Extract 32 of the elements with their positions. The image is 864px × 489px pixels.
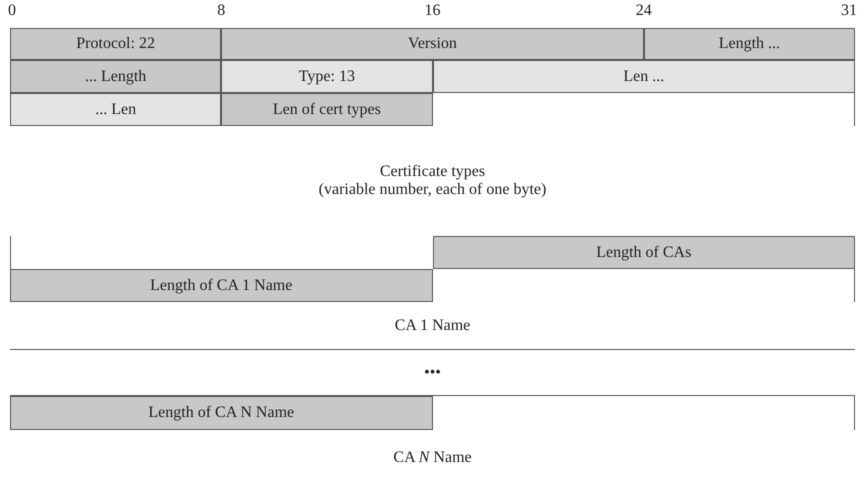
field-label: Length of CA 1 Name bbox=[150, 276, 292, 294]
field-label: Length of CAs bbox=[596, 244, 692, 262]
bit-number: 0 bbox=[8, 2, 16, 20]
field-label: ... Length bbox=[84, 68, 146, 86]
field-cell bbox=[432, 60, 855, 93]
bit-number: 31 bbox=[841, 2, 857, 20]
field-label: Type: 13 bbox=[298, 68, 355, 86]
field-cell bbox=[221, 93, 432, 126]
field-label: Version bbox=[408, 35, 457, 53]
bit-number: 8 bbox=[217, 2, 226, 20]
field-label: Length of CA N Name bbox=[148, 404, 294, 422]
field-cell bbox=[221, 28, 644, 60]
bit-number: 16 bbox=[424, 2, 440, 20]
field-label: Protocol: 22 bbox=[76, 35, 155, 53]
field-cell bbox=[432, 236, 855, 269]
bit-number: 24 bbox=[636, 2, 652, 20]
field-label: ••• bbox=[424, 364, 441, 382]
field-cell bbox=[644, 28, 855, 60]
field-label: Certificate types bbox=[380, 163, 486, 181]
field-cell bbox=[10, 269, 432, 302]
field-label: CA N Name bbox=[393, 449, 472, 467]
field-label: Len of cert types bbox=[272, 100, 381, 118]
field-cell bbox=[10, 396, 432, 430]
field-cell bbox=[221, 60, 432, 93]
field-label: ... Len bbox=[95, 100, 136, 118]
field-cell bbox=[10, 60, 222, 93]
field-cell bbox=[10, 28, 222, 60]
field-label: Length ... bbox=[718, 35, 780, 53]
field-label: Len ... bbox=[623, 68, 664, 86]
field-label: (variable number, each of one byte) bbox=[318, 181, 546, 199]
field-cell bbox=[10, 93, 222, 126]
field-label: CA 1 Name bbox=[394, 316, 470, 334]
